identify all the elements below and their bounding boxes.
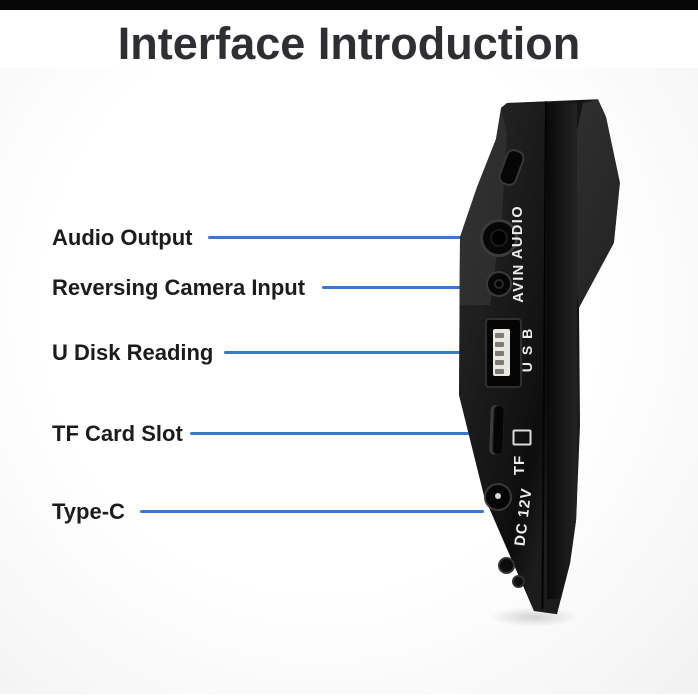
callout-reversing-camera-input: Reversing Camera Input [52,275,306,300]
leader-line-tf [190,432,484,435]
audio-jack-hole [492,231,506,245]
callout-audio-output: Audio Output [52,225,193,250]
top-letterbox-bar [0,0,698,10]
leader-line-audio [208,236,480,239]
avin-jack-port [486,271,512,297]
leader-line-dc [140,510,484,513]
usb-pin [495,351,504,356]
callout-type-c: Type-C [52,499,125,524]
callout-tf-card-slot: TF Card Slot [52,421,183,446]
usb-pin [495,342,504,347]
screw-detail [512,575,525,588]
usb-tongue [493,329,510,376]
page-title: Interface Introduction [117,18,581,69]
usb-pin [495,333,504,338]
usb-pin [495,360,504,365]
tf-card-slot [492,404,505,456]
leader-line-avin [322,286,488,289]
dc-power-jack [484,483,512,511]
usb-a-port [485,318,522,388]
dc-jack-pin [495,493,501,499]
usb-pin [495,369,504,374]
port-label-usb: USB [519,321,535,373]
avin-jack-hole [494,279,504,289]
leader-line-usb [224,351,484,354]
callout-u-disk-reading: U Disk Reading [52,340,214,365]
audio-jack-port [480,219,518,257]
device-front-bezel [547,103,577,599]
screw-detail [498,557,515,574]
device-side-view: AUDIO AVIN USB TF DC 12V [450,95,622,627]
